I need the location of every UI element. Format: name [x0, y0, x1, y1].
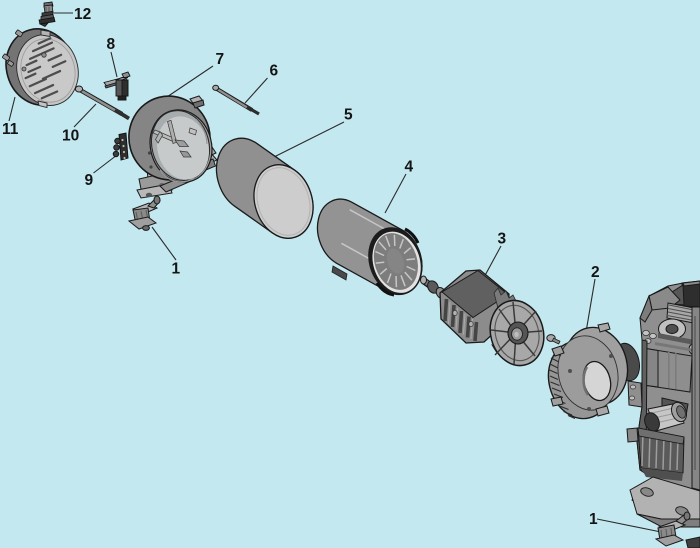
- svg-text:5: 5: [344, 107, 353, 124]
- svg-text:2: 2: [591, 264, 600, 281]
- svg-text:11: 11: [2, 121, 19, 138]
- svg-text:12: 12: [74, 6, 91, 23]
- svg-text:6: 6: [270, 63, 279, 80]
- svg-text:1: 1: [172, 261, 181, 278]
- svg-text:8: 8: [107, 36, 116, 53]
- svg-text:7: 7: [216, 51, 225, 68]
- svg-text:9: 9: [85, 172, 94, 189]
- svg-text:10: 10: [62, 128, 79, 145]
- svg-text:1: 1: [589, 511, 598, 528]
- svg-text:3: 3: [498, 231, 507, 248]
- svg-text:4: 4: [405, 159, 414, 176]
